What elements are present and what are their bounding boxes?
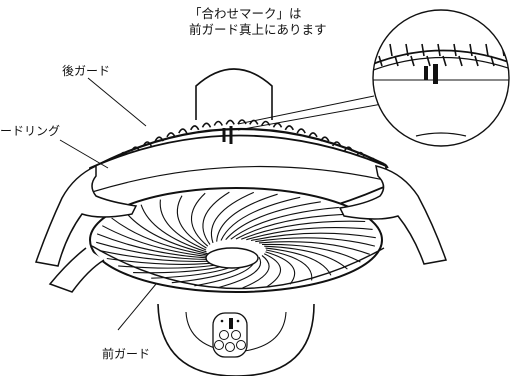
front-guard-spoke [258, 241, 370, 255]
front-guard-spoke [264, 245, 348, 270]
front-guard-spoke [240, 220, 366, 240]
match-mark-note: 「合わせマーク」は 前ガード真上にあります [189, 6, 327, 38]
front-guard-spoke [235, 213, 354, 240]
rear-guard-label: 後ガード [62, 64, 111, 78]
front-guard-spoke [230, 206, 339, 240]
front-guard-spoke [220, 196, 301, 241]
front-guard-label: 前ガード [102, 347, 151, 361]
front-guard-spoke [218, 256, 261, 289]
front-guard-spoke [242, 255, 270, 289]
front-guard-spoke [96, 233, 217, 259]
front-guard-spoke [250, 232, 376, 242]
front-guard-spoke [111, 217, 211, 257]
match-mark-note-line1: 「合わせマーク」は [189, 6, 302, 21]
front-guard-spoke [246, 227, 373, 241]
zoom-inset [372, 9, 510, 147]
front-guard-spoke [124, 210, 208, 255]
front-guard-spoke [140, 204, 207, 253]
front-guard-spoke [265, 249, 313, 281]
right-hand [338, 165, 448, 265]
front-guard-spoke [225, 201, 321, 241]
front-guard-spoke [216, 193, 278, 242]
front-guard-spoke [190, 192, 209, 247]
match-mark-note-line2: 前ガード真上にあります [189, 22, 327, 37]
front-guard-spoke [261, 243, 361, 263]
left-hand [34, 164, 138, 293]
front-guard-spoke [255, 237, 376, 247]
front-guard-spoke [159, 199, 207, 251]
front-guard-spoke [202, 191, 230, 245]
front-guard-spoke [211, 191, 255, 244]
front-guard-spoke [263, 253, 282, 288]
front-guard-spoke [265, 247, 332, 276]
front-guard-spoke [265, 251, 296, 285]
control-housing [157, 303, 315, 376]
front-guard-spoke [176, 195, 207, 249]
front-guard-spoke [102, 225, 214, 258]
guard-ring-label: ードリング [0, 124, 61, 138]
match-mark [222, 126, 233, 144]
front-guard [89, 187, 385, 293]
leader-lines [59, 77, 383, 331]
motor-dome [195, 68, 273, 120]
